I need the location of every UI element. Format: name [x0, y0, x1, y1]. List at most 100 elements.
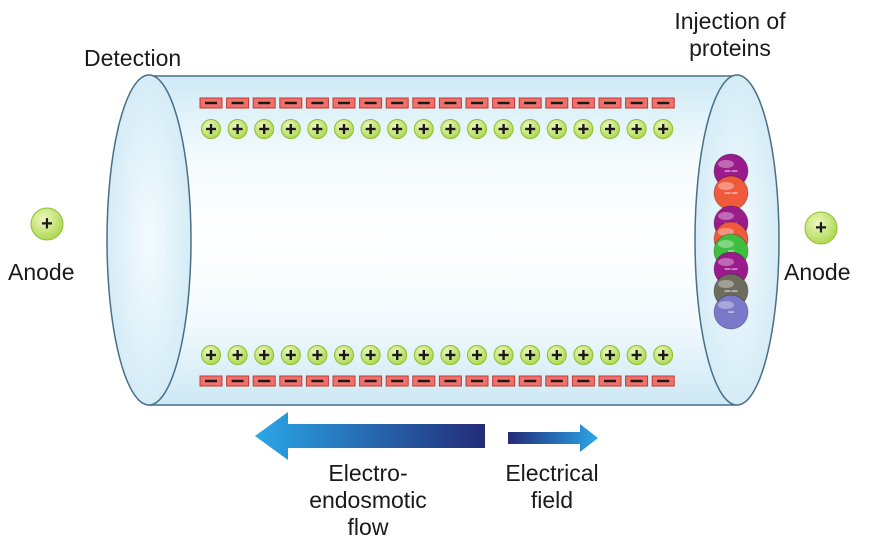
anode-left-marker: + — [30, 207, 64, 241]
anode-right-plus-icon: + — [815, 217, 827, 239]
protein-icon: − — [713, 294, 749, 330]
plus-sign-v — [422, 124, 425, 134]
plus-sign-v — [236, 350, 239, 360]
plus-sign-v — [263, 124, 266, 134]
minus-sign — [311, 379, 324, 383]
detection-label: Detection — [84, 45, 182, 71]
wall-negative-charges-top — [199, 97, 675, 109]
plus-sign-v — [608, 124, 612, 134]
plus-sign-v — [289, 350, 292, 360]
protein-charge-label: − — [727, 305, 734, 319]
field-label: Electrical field — [482, 460, 622, 514]
minus-sign — [577, 379, 590, 383]
plus-sign-v — [449, 124, 452, 134]
minus-sign — [231, 101, 244, 105]
injection-label-line2: proteins — [689, 35, 771, 61]
field-label-line1: Electrical — [505, 460, 599, 486]
minus-sign — [364, 101, 377, 105]
plus-sign-v — [396, 350, 399, 360]
protein-charge-label: − — [727, 244, 734, 258]
minus-sign — [577, 101, 590, 105]
plus-sign-v — [369, 124, 372, 134]
plus-sign-v — [396, 124, 399, 134]
minus-sign — [497, 101, 510, 105]
plus-sign-v — [449, 350, 452, 360]
plus-sign-v — [316, 124, 319, 134]
minus-sign — [550, 101, 563, 105]
tube-body — [149, 76, 737, 405]
minus-sign — [444, 379, 457, 383]
minus-sign — [417, 379, 430, 383]
eof-label-line2: endosmotic — [309, 487, 427, 513]
minus-sign — [604, 101, 616, 105]
plus-sign-v — [662, 124, 665, 134]
plus-sign-v — [263, 350, 266, 360]
plus-sign-v — [502, 350, 505, 360]
protein-charge-label: −− — [724, 262, 738, 276]
plus-sign-v — [209, 124, 213, 134]
eof-label-line1: Electro- — [328, 460, 408, 486]
plus-sign-v — [555, 350, 558, 360]
anode-left-label: Anode — [8, 259, 75, 285]
plus-sign-v — [502, 124, 505, 134]
plus-sign-v — [635, 350, 638, 360]
field-arrow — [508, 424, 598, 452]
minus-sign — [311, 101, 324, 105]
plus-sign-v — [662, 350, 665, 360]
minus-sign — [258, 379, 271, 383]
protein-charge-label: −− — [724, 164, 738, 178]
minus-sign — [604, 379, 616, 383]
plus-sign-v — [635, 124, 638, 134]
minus-sign — [550, 379, 563, 383]
minus-sign — [657, 379, 670, 383]
plus-sign-v — [289, 124, 292, 134]
minus-sign — [338, 101, 350, 105]
minus-sign — [657, 101, 670, 105]
injection-label-line1: Injection of — [674, 8, 786, 34]
minus-sign — [471, 379, 483, 383]
anode-right-label: Anode — [784, 259, 851, 285]
wall-positive-charges-bottom — [201, 345, 674, 365]
plus-sign-v — [369, 350, 372, 360]
anode-right-marker: + — [804, 211, 838, 245]
plus-sign-v — [582, 124, 585, 134]
plus-sign-v — [342, 350, 346, 360]
minus-sign — [417, 101, 430, 105]
plus-sign-v — [316, 350, 319, 360]
field-label-line2: field — [530, 487, 574, 513]
minus-sign — [524, 379, 537, 383]
eof-label-line3: flow — [347, 514, 389, 540]
minus-sign — [231, 379, 244, 383]
plus-sign-v — [475, 124, 479, 134]
minus-sign — [630, 379, 643, 383]
injection-label: Injection of proteins — [640, 8, 820, 62]
minus-sign — [284, 379, 297, 383]
tube-left-cap — [106, 74, 192, 406]
eof-label: Electro- endosmotic flow — [288, 460, 448, 541]
minus-sign — [205, 379, 217, 383]
minus-sign — [284, 101, 297, 105]
minus-sign — [630, 101, 643, 105]
minus-sign — [471, 101, 483, 105]
anode-left-plus-icon: + — [41, 213, 53, 235]
minus-sign — [391, 379, 404, 383]
plus-sign-v — [236, 124, 239, 134]
minus-sign — [497, 379, 510, 383]
plus-sign-v — [608, 350, 612, 360]
minus-sign — [364, 379, 377, 383]
protein-charge-label: −− — [724, 284, 738, 298]
protein-icon: −− — [713, 175, 749, 211]
plus-sign-v — [529, 350, 532, 360]
eof-arrow — [255, 412, 485, 460]
minus-sign — [338, 379, 350, 383]
plus-sign-v — [342, 124, 346, 134]
minus-sign — [524, 101, 537, 105]
plus-sign-v — [422, 350, 425, 360]
minus-sign — [205, 101, 217, 105]
plus-sign-v — [555, 124, 558, 134]
plus-sign-v — [582, 350, 585, 360]
wall-positive-charges-top — [201, 119, 674, 139]
wall-negative-charges-bottom — [199, 375, 675, 387]
protein-charge-label: −− — [724, 186, 738, 200]
